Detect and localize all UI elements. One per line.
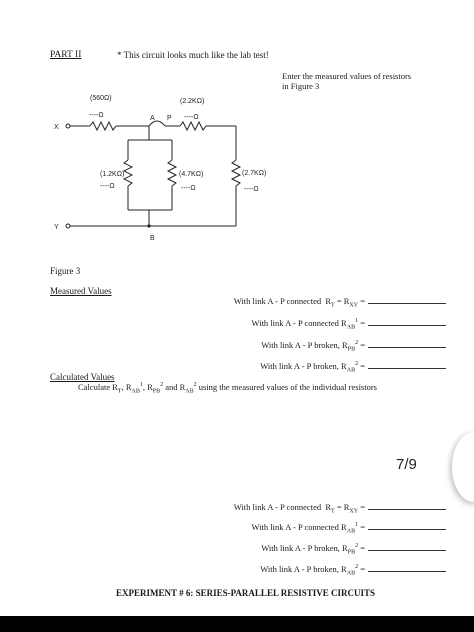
lab-note: * This circuit looks much like the lab t… [117,50,269,60]
instruction-line-2: in Figure 3 [282,81,320,91]
resistor-4700 [166,159,178,187]
measured-row-4: With link A - P broken, RAB2 = [260,361,446,374]
label-4700: (4.7KΩ) [179,171,203,178]
answer-blank[interactable] [368,522,446,530]
measured-row-3: With link A - P broken, RPB2 = [261,340,446,353]
blank-2200: ----Ω [184,114,199,121]
label-2700: (2.7KΩ) [242,170,266,177]
answer-blank[interactable] [368,318,446,326]
instruction-line-1: Enter the measured values of resistors [282,71,412,81]
node-a-label: A [150,115,155,122]
part-heading: PART II [50,50,82,60]
terminal-y [65,223,71,229]
answer-blank[interactable] [368,361,446,369]
measured-values-heading: Measured Values [50,286,112,296]
node-y-label: Y [54,224,59,231]
calculated-row-2: With link A - P connected RAB1 = [252,522,446,535]
blank-2700: ----Ω [244,186,259,193]
node-x-label: X [54,124,59,131]
answer-blank[interactable] [368,564,446,572]
link-a-p [148,120,166,127]
instruction-text: Enter the measured values of resistors i… [282,71,411,91]
answer-blank[interactable] [368,502,446,510]
node-b-label: B [150,235,155,242]
answer-blank[interactable] [368,543,446,551]
blank-4700: ----Ω [181,185,196,192]
measured-row-2: With link A - P connected RAB1 = [252,318,446,331]
calculated-row-4: With link A - P broken, RAB2 = [260,564,446,577]
calculate-instruction: Calculate RT, RAB1, RPB2 and RAB2 using … [78,382,377,395]
circuit-diagram: X Y A P B (560Ω) ----Ω (2.2KΩ) ----Ω (1.… [54,95,266,242]
calculated-row-3: With link A - P broken, RPB2 = [261,543,446,556]
resistor-1200 [122,159,134,187]
blank-560: ----Ω [89,112,104,119]
resistor-2200 [179,120,207,132]
resistor-560 [89,120,117,132]
page-scroll-handle[interactable] [452,432,474,502]
blank-1200: ----Ω [100,183,115,190]
page-number: 7/9 [396,456,417,473]
answer-blank[interactable] [368,340,446,348]
calculated-row-1: With link A - P connected RT = RXY = [234,502,446,515]
figure-caption: Figure 3 [50,266,81,276]
node-p-label: P [167,115,172,122]
footer-title: EXPERIMENT # 6: SERIES-PARALLEL RESISTIV… [116,588,375,598]
measured-row-1: With link A - P connected RT = RXY = [234,296,446,309]
label-560: (560Ω) [90,95,112,102]
terminal-x [65,123,71,129]
label-2200: (2.2KΩ) [180,98,204,105]
calculated-values-heading: Calculated Values [50,372,115,382]
resistor-2700 [230,159,242,187]
answer-blank[interactable] [368,296,446,304]
label-1200: (1.2KΩ) [100,171,124,178]
bottom-system-bar [0,616,474,632]
